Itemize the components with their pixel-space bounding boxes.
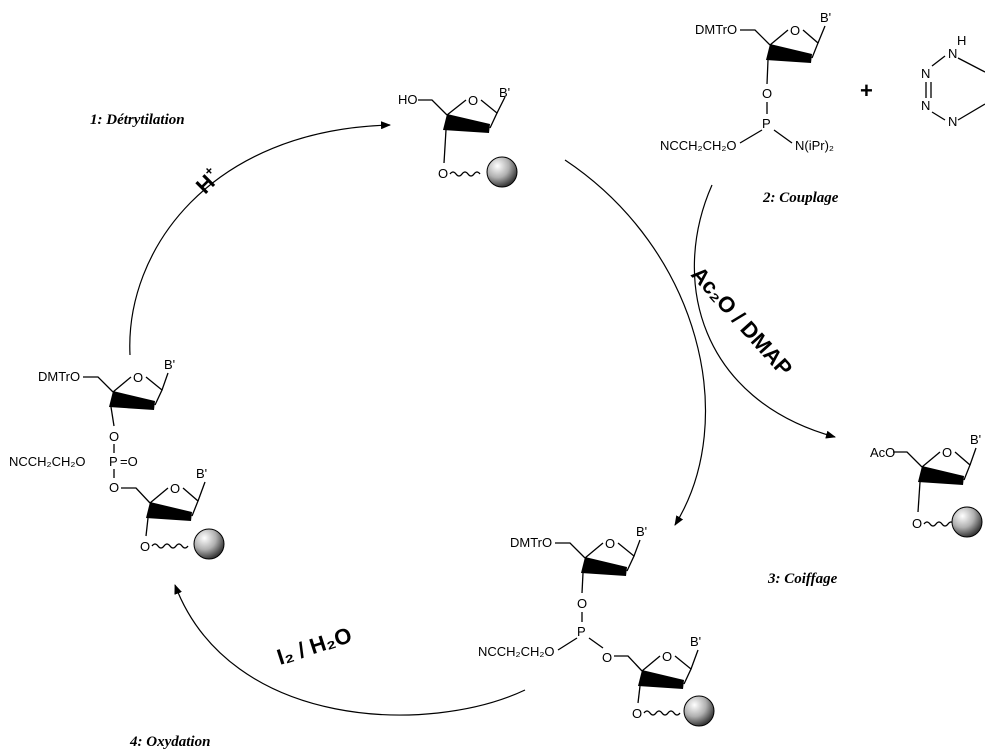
- solid-support-bead: [193, 528, 225, 560]
- p-double-o-label: =O: [120, 454, 138, 469]
- plus-sign: +: [860, 78, 873, 103]
- base-label: B': [636, 524, 647, 539]
- cyanoethyl-label: NCCH₂CH₂O: [660, 138, 737, 153]
- p-label: P: [109, 454, 118, 469]
- cyanoethyl-label: NCCH₂CH₂O: [9, 454, 86, 469]
- molecule-phosphotriester: DMTrO O B' O P NCCH₂CH₂O =O O O B' O: [9, 357, 225, 560]
- molecule-phosphoramidite: DMTrO O B' O P NCCH₂CH₂O N(iPr)₂: [660, 10, 834, 153]
- step-label-detritylation: 1: Détrytilation: [90, 112, 185, 128]
- o-3prime-label: O: [912, 516, 922, 531]
- o-3prime-label-2: O: [140, 539, 150, 554]
- dmtro-label: DMTrO: [38, 369, 80, 384]
- step-label-oxidation: 4: Oxydation: [129, 734, 210, 749]
- ring-o-label-2: O: [170, 481, 180, 496]
- p-label: P: [762, 116, 771, 131]
- o-3prime-label: O: [438, 166, 448, 181]
- reagent-acid: H +: [191, 162, 220, 198]
- solid-support-bead: [486, 156, 518, 188]
- molecule-capped-on-support: AcO O B' O: [870, 432, 983, 538]
- solid-support-bead: [683, 695, 715, 727]
- o-5prime-label: O: [109, 480, 119, 495]
- reagent-oxidation: I₂ / H₂O: [274, 622, 355, 670]
- base-label: B': [820, 10, 831, 25]
- tetrazole-n2-label: N: [921, 66, 930, 81]
- arrow-capping: [693, 184, 836, 439]
- step-label-coupling: 2: Couplage: [762, 190, 839, 206]
- ring-o-label: O: [605, 536, 615, 551]
- solid-support-bead: [951, 506, 983, 538]
- tetrazole-n1-label: N: [948, 46, 957, 61]
- ring-o-label: O: [790, 23, 800, 38]
- base-label: B': [970, 432, 981, 447]
- arrow-detritylation: [129, 121, 391, 356]
- dmtro-label: DMTrO: [695, 22, 737, 37]
- aco-label: AcO: [870, 445, 895, 460]
- ring-o-label-2: O: [662, 649, 672, 664]
- tetrazole-n4-label: N: [948, 114, 957, 129]
- ring-o-label: O: [468, 93, 478, 108]
- tetrazole: H N N N N: [921, 33, 985, 129]
- step-label-capping: 3: Coiffage: [767, 571, 838, 587]
- base-label: B': [499, 85, 510, 100]
- tetrazole-h-label: H: [957, 33, 966, 48]
- ring-o-label: O: [942, 445, 952, 460]
- base-label: B': [164, 357, 175, 372]
- cyanoethyl-label: NCCH₂CH₂O: [478, 644, 555, 659]
- dmtro-label: DMTrO: [510, 535, 552, 550]
- molecule-5oh-on-support: HO O B' O: [398, 85, 518, 188]
- ho-label: HO: [398, 92, 418, 107]
- p-label: P: [577, 624, 586, 639]
- amine-label: N(iPr)₂: [795, 138, 834, 153]
- arrow-oxidation: [174, 584, 526, 716]
- o-5prime-label: O: [602, 650, 612, 665]
- o-3prime-label: O: [109, 429, 119, 444]
- tetrazole-n3-label: N: [921, 98, 930, 113]
- o-3prime-label: O: [762, 86, 772, 101]
- ring-o-label: O: [133, 370, 143, 385]
- o-3prime-label: O: [577, 596, 587, 611]
- o-3prime-label-2: O: [632, 706, 642, 721]
- arrow-coupling: [564, 159, 707, 526]
- base-label-2: B': [690, 634, 701, 649]
- base-label-2: B': [196, 466, 207, 481]
- molecule-phosphite-triester: DMTrO O B' O P NCCH₂CH₂O O O B' O: [478, 524, 715, 727]
